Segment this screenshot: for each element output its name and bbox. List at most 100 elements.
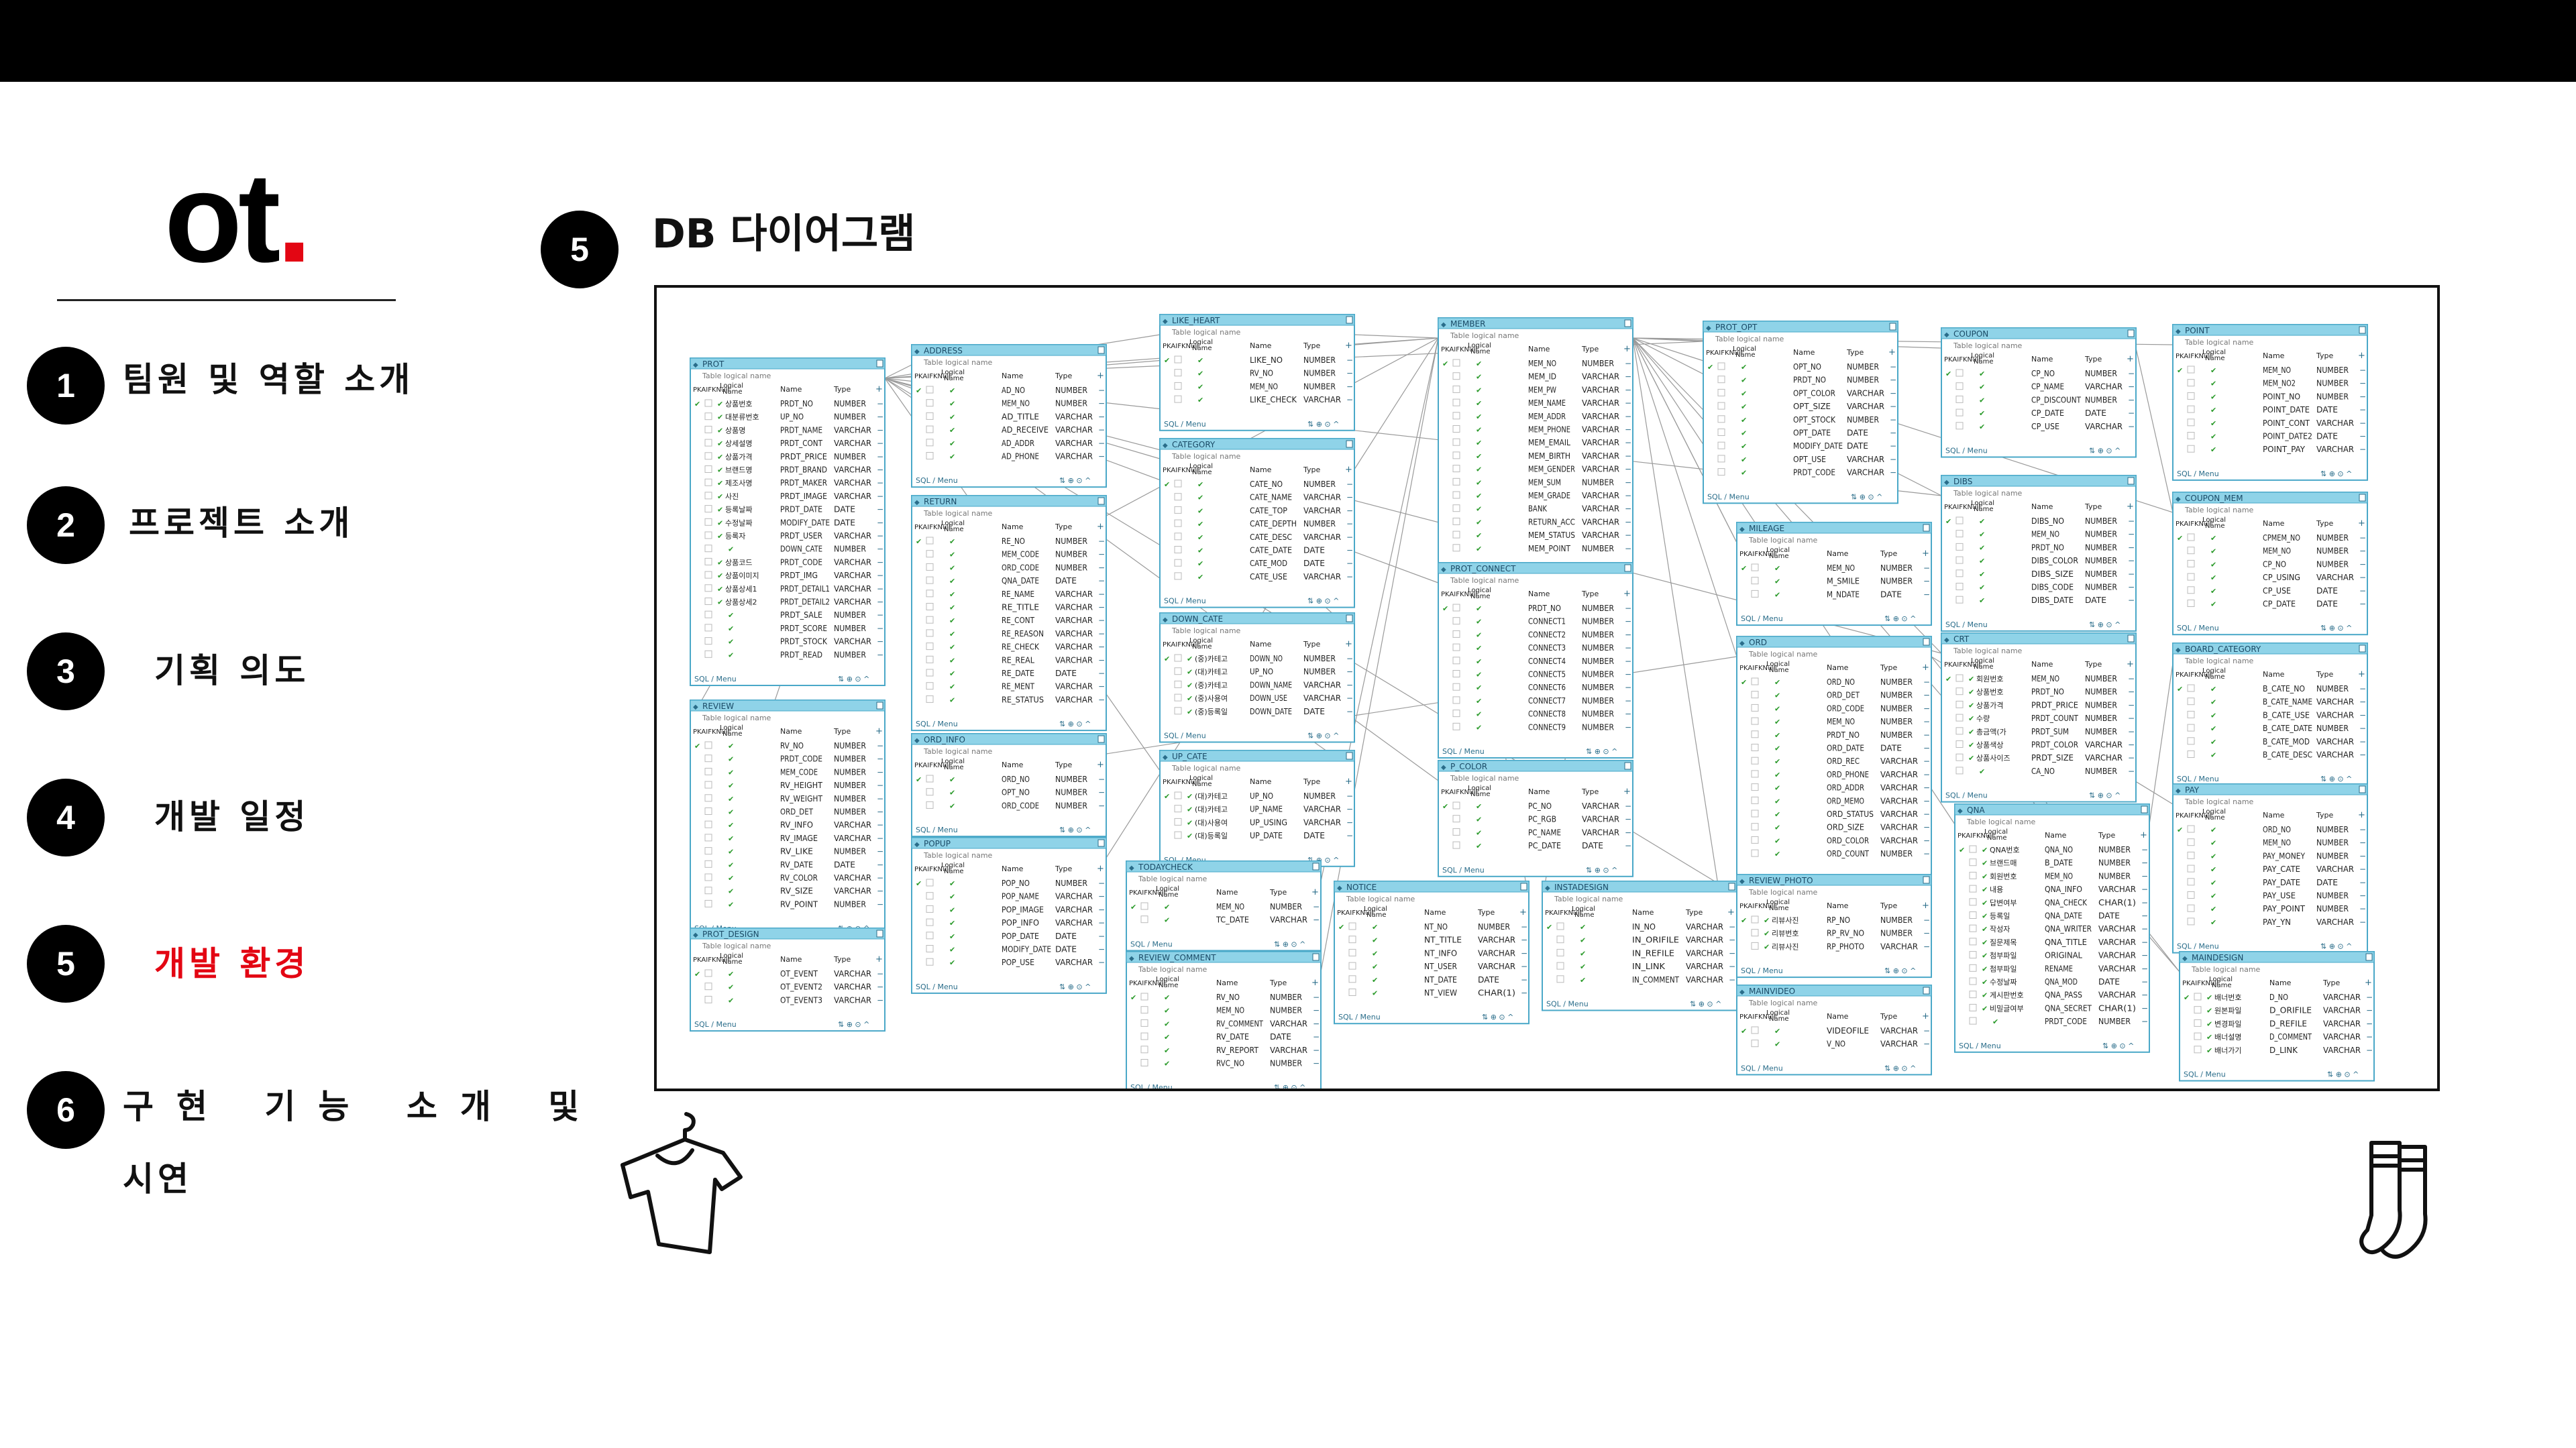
col-checkbox[interactable] [926, 425, 934, 433]
col-checkbox[interactable] [926, 550, 934, 558]
col-checkbox[interactable] [704, 781, 712, 789]
col-checkbox[interactable] [926, 563, 934, 571]
col-checkbox[interactable] [1955, 382, 1964, 390]
col-checkbox[interactable] [704, 650, 712, 658]
nav-number-5[interactable]: 5 [27, 925, 105, 1003]
col-checkbox[interactable] [926, 801, 934, 809]
col-checkbox[interactable] [1452, 398, 1460, 406]
col-checkbox[interactable] [1174, 355, 1182, 364]
col-checkbox[interactable] [1969, 991, 1977, 999]
col-checkbox[interactable] [704, 478, 712, 486]
table-menu-icon[interactable] [876, 702, 883, 710]
nav-item-project[interactable]: 프로젝트 소개 [129, 504, 354, 543]
col-checkbox[interactable] [1174, 506, 1182, 514]
col-checkbox[interactable] [926, 879, 934, 887]
col-checkbox[interactable] [704, 899, 712, 907]
col-checkbox[interactable] [1452, 425, 1460, 433]
col-checkbox[interactable] [2187, 547, 2195, 555]
col-checkbox[interactable] [1751, 577, 1759, 585]
col-checkbox[interactable] [1348, 948, 1356, 956]
col-checkbox[interactable] [1751, 744, 1759, 751]
col-checkbox[interactable] [926, 775, 934, 783]
col-checkbox[interactable] [1955, 395, 1964, 403]
table-menu-icon[interactable] [2359, 494, 2366, 502]
col-checkbox[interactable] [2194, 993, 2202, 1001]
col-checkbox[interactable] [2187, 600, 2195, 607]
nav-item-features[interactable]: 구현 기능 소개 및 [123, 1087, 602, 1126]
col-checkbox[interactable] [1174, 654, 1182, 662]
col-checkbox[interactable] [1348, 936, 1356, 944]
col-checkbox[interactable] [1751, 783, 1759, 791]
col-checkbox[interactable] [1452, 722, 1460, 730]
col-checkbox[interactable] [1969, 924, 1977, 932]
col-checkbox[interactable] [1140, 902, 1148, 910]
col-checkbox[interactable] [2194, 1046, 2202, 1054]
col-checkbox[interactable] [704, 807, 712, 815]
col-checkbox[interactable] [1955, 753, 1964, 761]
col-checkbox[interactable] [2187, 750, 2195, 758]
col-checkbox[interactable] [926, 905, 934, 913]
col-checkbox[interactable] [704, 794, 712, 802]
col-checkbox[interactable] [1452, 438, 1460, 446]
nav-number-1[interactable]: 1 [27, 347, 105, 425]
col-checkbox[interactable] [1452, 710, 1460, 718]
table-menu-icon[interactable] [1346, 752, 1353, 760]
col-checkbox[interactable] [1174, 480, 1182, 488]
col-checkbox[interactable] [1969, 938, 1977, 946]
col-checkbox[interactable] [2187, 379, 2195, 387]
col-checkbox[interactable] [2194, 1006, 2202, 1014]
col-checkbox[interactable] [1717, 429, 1725, 436]
col-checkbox[interactable] [1452, 385, 1460, 393]
col-checkbox[interactable] [1174, 493, 1182, 501]
col-checkbox[interactable] [1140, 1032, 1148, 1040]
col-checkbox[interactable] [1955, 530, 1964, 538]
col-checkbox[interactable] [926, 603, 934, 610]
table-menu-icon[interactable] [1520, 883, 1527, 891]
table-menu-icon[interactable] [2127, 634, 2135, 643]
col-checkbox[interactable] [926, 682, 934, 690]
table-menu-icon[interactable] [1346, 440, 1353, 448]
col-checkbox[interactable] [1751, 1026, 1759, 1034]
nav-item-intent[interactable]: 기획 의도 [154, 651, 310, 690]
col-checkbox[interactable] [1955, 700, 1964, 708]
col-checkbox[interactable] [1452, 683, 1460, 691]
col-checkbox[interactable] [926, 537, 934, 545]
table-menu-icon[interactable] [1728, 883, 1735, 891]
col-checkbox[interactable] [1751, 730, 1759, 738]
col-checkbox[interactable] [1717, 455, 1725, 463]
col-checkbox[interactable] [1140, 1019, 1148, 1027]
col-checkbox[interactable] [1174, 818, 1182, 826]
nav-item-environment[interactable]: 개발 환경 [154, 944, 310, 983]
col-checkbox[interactable] [2187, 573, 2195, 581]
col-checkbox[interactable] [2194, 1032, 2202, 1040]
col-checkbox[interactable] [1174, 680, 1182, 688]
col-checkbox[interactable] [2187, 405, 2195, 413]
table-menu-icon[interactable] [1624, 564, 1631, 572]
col-checkbox[interactable] [1969, 1003, 1977, 1011]
col-checkbox[interactable] [704, 969, 712, 977]
col-checkbox[interactable] [1452, 451, 1460, 459]
table-menu-icon[interactable] [1624, 319, 1631, 327]
col-checkbox[interactable] [1140, 1046, 1148, 1054]
col-checkbox[interactable] [1174, 395, 1182, 403]
col-checkbox[interactable] [1140, 915, 1148, 924]
col-checkbox[interactable] [1452, 617, 1460, 625]
table-menu-icon[interactable] [2365, 953, 2373, 961]
col-checkbox[interactable] [1556, 975, 1564, 983]
col-checkbox[interactable] [1751, 563, 1759, 571]
col-checkbox[interactable] [1751, 915, 1759, 924]
table-menu-icon[interactable] [1889, 323, 1896, 331]
nav-item-features-line2[interactable]: 시연 [123, 1160, 193, 1199]
col-checkbox[interactable] [1140, 993, 1148, 1001]
table-menu-icon[interactable] [876, 359, 883, 368]
table-menu-icon[interactable] [1923, 638, 1930, 646]
col-checkbox[interactable] [704, 598, 712, 605]
